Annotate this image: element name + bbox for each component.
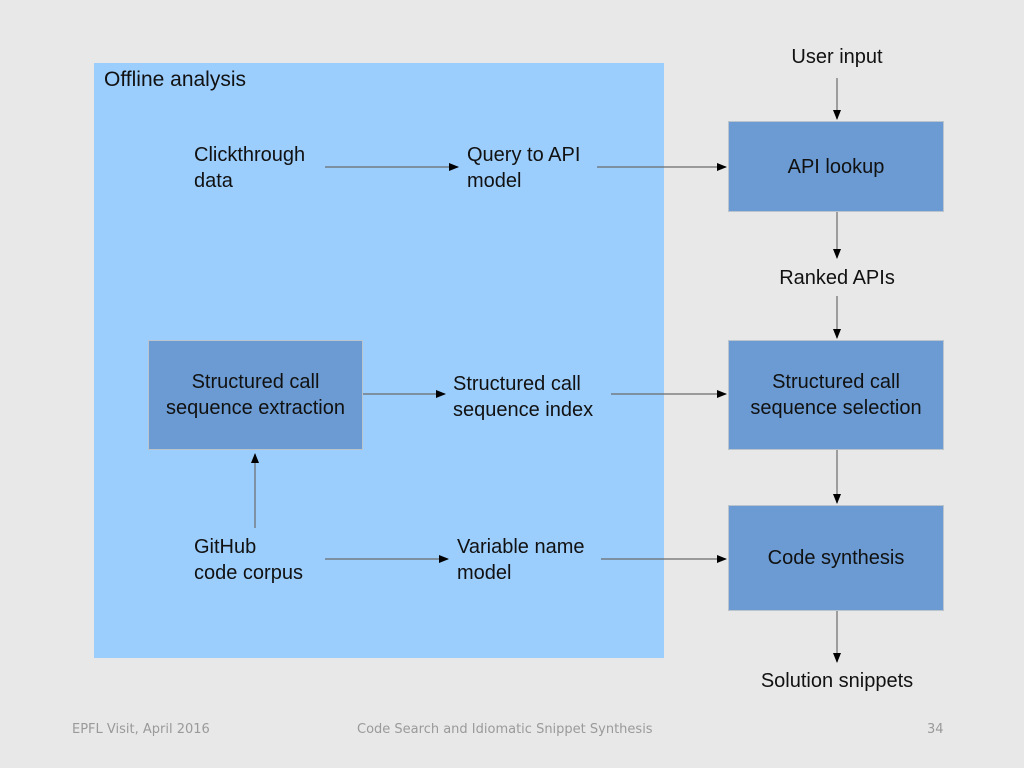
box-structured-call-sequence-extraction[interactable]: Structured call sequence extraction	[148, 340, 363, 450]
box-structured-call-sequence-selection[interactable]: Structured call sequence selection	[728, 340, 944, 450]
slide-footer: EPFL Visit, April 2016 Code Search and I…	[0, 722, 1024, 748]
label-ranked-apis: Ranked APIs	[779, 267, 895, 289]
footer-talk-title: Code Search and Idiomatic Snippet Synthe…	[357, 722, 653, 737]
footer-slide-number: 34	[927, 722, 944, 737]
footer-event: EPFL Visit, April 2016	[72, 722, 210, 737]
box-code-synthesis[interactable]: Code synthesis	[728, 505, 944, 611]
label-structured-call-sequence-index: Structured call sequence index	[453, 373, 594, 421]
label-variable-name-model: Variable name model	[457, 536, 585, 584]
label-user-input: User input	[791, 46, 883, 68]
label-github-code-corpus: GitHub code corpus	[194, 536, 303, 584]
box-api-lookup[interactable]: API lookup	[728, 121, 944, 212]
label-clickthrough-data: Clickthrough data	[194, 144, 306, 192]
label-query-to-api-model: Query to API model	[467, 144, 581, 192]
label-solution-snippets: Solution snippets	[760, 670, 914, 692]
offline-analysis-title: Offline analysis	[104, 68, 247, 91]
